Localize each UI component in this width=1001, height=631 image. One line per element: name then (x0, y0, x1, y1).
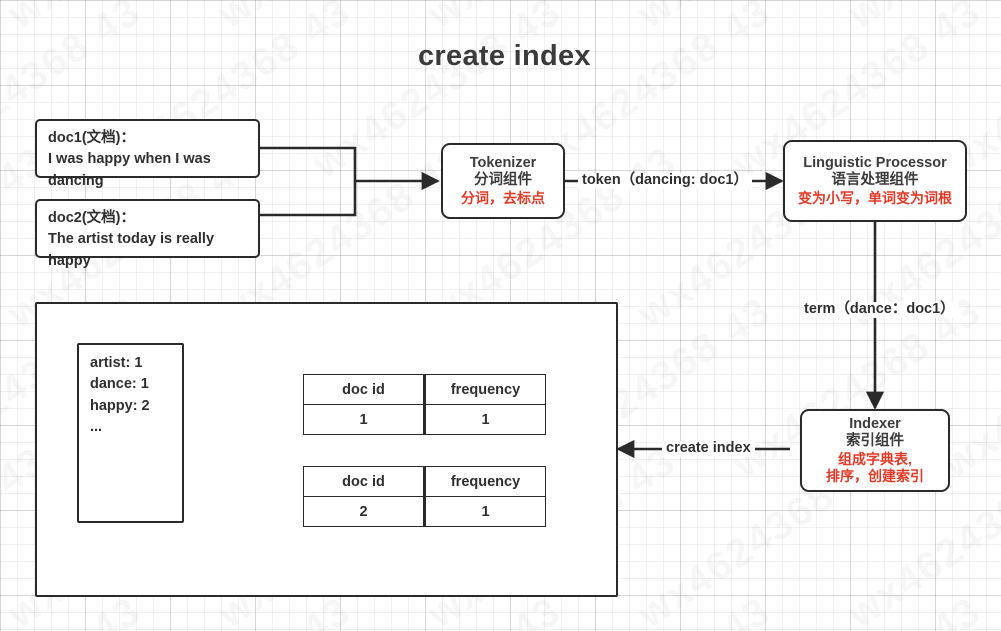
cell-frequency: 1 (423, 404, 546, 435)
cell-doc-id: 2 (303, 496, 425, 527)
header-doc-id: doc id (303, 374, 425, 405)
table-header-row: doc id frequency (303, 466, 546, 497)
edge-label-token: token（dancing: doc1） (578, 172, 752, 189)
header-frequency: frequency (423, 374, 546, 405)
document-box-doc1: doc1(文档)： I was happy when I was dancing (35, 119, 260, 189)
cell-frequency: 1 (423, 496, 546, 527)
header-frequency: frequency (423, 466, 546, 497)
edge-label-term: term（dance：doc1） (800, 301, 959, 318)
posting-list-table-2: doc id frequency 2 1 (303, 466, 546, 527)
tokenizer-note: 分词，去标点 (461, 190, 545, 207)
doc1-label: doc1(文档)： (48, 130, 135, 146)
document-box-doc2: doc2(文档)： The artist today is really hap… (35, 199, 260, 269)
dictionary-entry: ... (90, 418, 103, 435)
page-title: create index (418, 40, 591, 72)
dictionary-entry: happy: 2 (90, 397, 150, 414)
linguistic-processor-note: 变为小写，单词变为词根 (798, 190, 952, 207)
dictionary-box: artist: 1 dance: 1 happy: 2 ... (77, 343, 184, 523)
table-row: 2 1 (303, 496, 546, 527)
table-row: 1 1 (303, 404, 546, 435)
doc1-line1: I was happy when I was (48, 151, 211, 168)
indexer-note-line1: 组成字典表, (838, 451, 912, 468)
indexer-title-cn: 索引组件 (846, 433, 904, 450)
indexer-title: Indexer (849, 415, 901, 432)
posting-list-table-1: doc id frequency 1 1 (303, 374, 546, 435)
node-tokenizer: Tokenizer 分词组件 分词，去标点 (441, 143, 565, 219)
linguistic-processor-title: Linguistic Processor (803, 154, 947, 171)
node-linguistic-processor: Linguistic Processor 语言处理组件 变为小写，单词变为词根 (783, 140, 967, 222)
linguistic-processor-title-cn: 语言处理组件 (831, 172, 919, 189)
cell-doc-id: 1 (303, 404, 425, 435)
header-doc-id: doc id (303, 466, 425, 497)
edge-label-create-index: create index (662, 440, 755, 457)
tokenizer-title-cn: 分词组件 (474, 172, 532, 189)
table-header-row: doc id frequency (303, 374, 546, 405)
node-indexer: Indexer 索引组件 组成字典表, 排序，创建索引 (800, 409, 950, 492)
indexer-note-line2: 排序，创建索引 (826, 468, 924, 485)
dictionary-entry: dance: 1 (90, 376, 149, 393)
doc2-line2: happy (48, 252, 91, 269)
doc2-label: doc2(文档)： (48, 210, 135, 226)
doc2-line1: The artist today is really (48, 231, 215, 248)
doc1-line2: dancing (48, 172, 104, 189)
tokenizer-title: Tokenizer (469, 154, 537, 171)
dictionary-entry: artist: 1 (90, 355, 143, 371)
